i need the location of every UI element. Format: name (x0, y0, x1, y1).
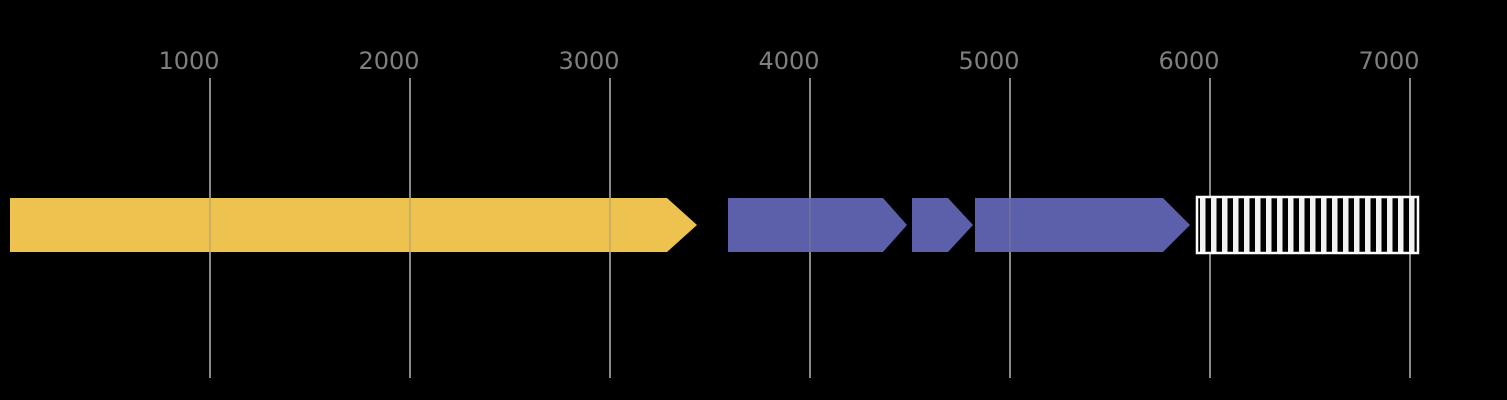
feature-arrow-purple-2 (912, 198, 973, 252)
feature-arrow-purple-3 (975, 198, 1190, 252)
tick-label-7000: 7000 (1358, 47, 1419, 75)
tick-label-3000: 3000 (558, 47, 619, 75)
tick-label-2000: 2000 (358, 47, 419, 75)
tick-label-4000: 4000 (758, 47, 819, 75)
feature-arrow-purple-1 (728, 198, 907, 252)
tick-label-1000: 1000 (158, 47, 219, 75)
feature-hatched-box (1195, 195, 1420, 255)
tick-label-5000: 5000 (958, 47, 1019, 75)
features-layer (10, 195, 1420, 255)
tick-label-6000: 6000 (1158, 47, 1219, 75)
feature-arrow-gold (10, 198, 697, 252)
gridline-overlay-layer (209, 198, 1011, 252)
